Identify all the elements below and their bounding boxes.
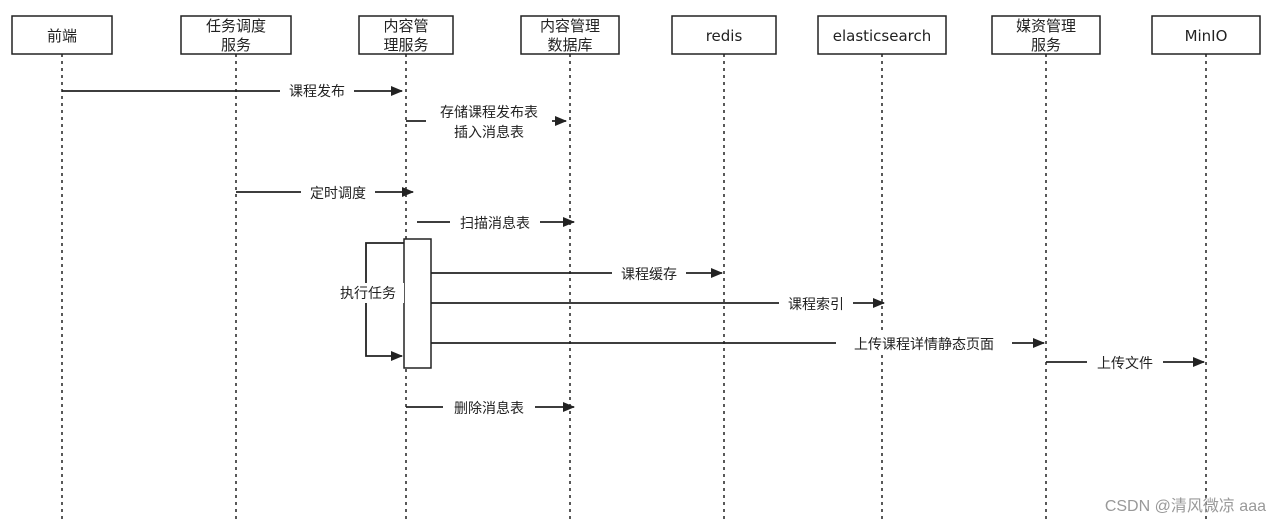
actor-scheduler-label-1: 任务调度 <box>206 17 266 35</box>
message-course-publish-label: 课程发布 <box>289 84 345 100</box>
actor-contentdb-label-2: 数据库 <box>547 36 592 54</box>
actor-redis-label: redis <box>706 27 743 45</box>
message-course-cache-label: 课程缓存 <box>621 267 677 283</box>
actor-frontend: 前端 <box>11 15 113 55</box>
actor-media: 媒资管理 服务 <box>991 15 1101 55</box>
actor-frontend-label: 前端 <box>47 27 77 45</box>
actors: 前端 任务调度 服务 内容管 理服务 内容管理 数据库 redis elasti… <box>11 15 1261 55</box>
actor-contentdb-label-1: 内容管理 <box>540 17 600 35</box>
message-upload-detail: 上传课程详情静态页面 <box>431 334 1045 353</box>
message-timed-schedule: 定时调度 <box>236 183 414 202</box>
actor-scheduler: 任务调度 服务 <box>180 15 292 55</box>
actor-minio-label: MinIO <box>1185 27 1228 45</box>
message-store-publish-label-1: 存储课程发布表 <box>440 105 538 121</box>
message-course-index: 课程索引 <box>431 294 885 313</box>
message-store-publish-label-2: 插入消息表 <box>454 124 524 141</box>
message-upload-file-label: 上传文件 <box>1097 356 1153 372</box>
message-delete-msg: 删除消息表 <box>406 398 575 417</box>
message-timed-schedule-label: 定时调度 <box>310 186 366 202</box>
message-scan-msg-label: 扫描消息表 <box>460 215 530 232</box>
actor-es: elasticsearch <box>817 15 947 55</box>
actor-content-label-2: 理服务 <box>383 36 428 54</box>
message-upload-detail-label: 上传课程详情静态页面 <box>854 337 994 353</box>
message-course-publish: 课程发布 <box>62 82 403 101</box>
message-store-publish: 存储课程发布表 插入消息表 <box>406 102 567 142</box>
self-call-label: 执行任务 <box>340 286 396 302</box>
message-delete-msg-label: 删除消息表 <box>454 400 524 417</box>
actor-minio: MinIO <box>1151 15 1261 55</box>
actor-contentdb: 内容管理 数据库 <box>520 15 620 55</box>
message-scan-msg: 扫描消息表 <box>417 213 575 232</box>
lifelines <box>61 54 1207 520</box>
message-upload-file: 上传文件 <box>1046 353 1205 372</box>
watermark: CSDN @清风微凉 aaa <box>1105 497 1266 515</box>
message-course-cache: 课程缓存 <box>431 264 723 283</box>
actor-redis: redis <box>671 15 777 55</box>
actor-scheduler-label-2: 服务 <box>221 36 251 54</box>
actor-media-label-1: 媒资管理 <box>1016 17 1076 35</box>
actor-content-label-1: 内容管 <box>383 17 428 35</box>
actor-content: 内容管 理服务 <box>358 15 454 55</box>
actor-media-label-2: 服务 <box>1031 36 1061 54</box>
actor-es-label: elasticsearch <box>833 27 932 45</box>
messages: 课程发布 存储课程发布表 插入消息表 定时调度 扫描消息表 课程缓存 <box>62 82 1205 417</box>
activation-bar-content <box>403 238 432 369</box>
self-call-execute-task: 执行任务 <box>332 242 404 361</box>
message-course-index-label: 课程索引 <box>788 296 844 313</box>
